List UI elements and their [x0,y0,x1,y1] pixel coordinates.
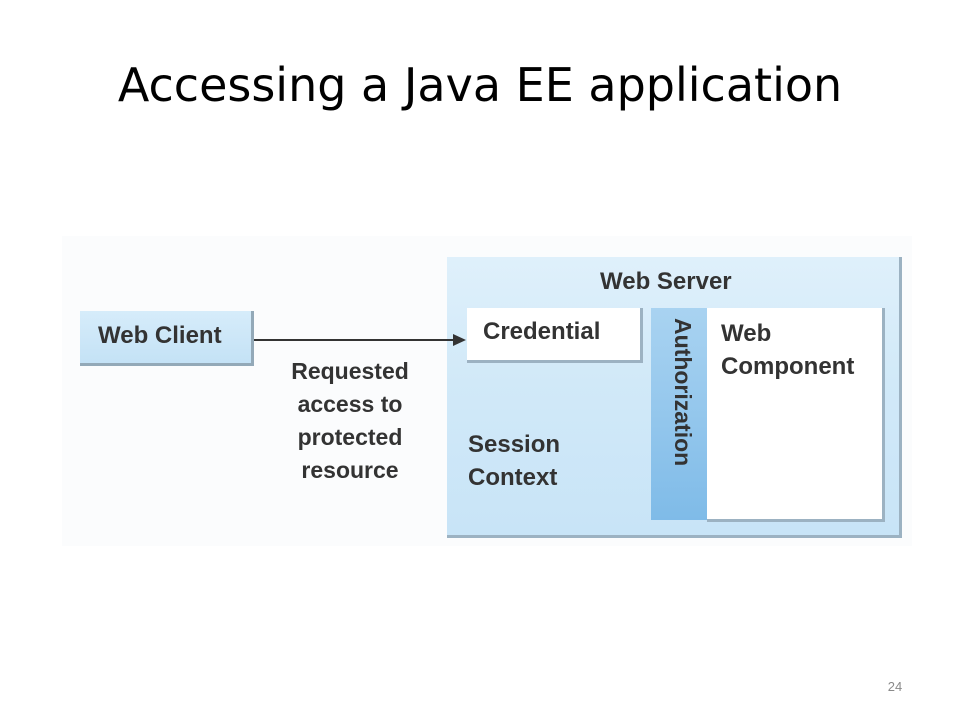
authorization-bar [651,308,707,520]
web-component-line: Web [721,320,772,347]
request-arrow [254,334,466,346]
web-component-box [707,308,885,522]
slide-title: Accessing a Java EE application [117,58,843,112]
authorization-label: Authorization [670,318,696,467]
web-client-box [80,311,254,366]
requested-access-line: resource [301,457,399,483]
web-component-label: Web Component [721,317,854,383]
session-context-line: Context [468,464,558,491]
web-component-line: Component [721,353,855,380]
web-server-label: Web Server [600,268,732,295]
credential-label: Credential [483,318,601,345]
requested-access-line: protected [297,424,403,450]
requested-access-line: Requested [291,358,409,384]
requested-access-line: access to [297,391,403,417]
session-context-line: Session [468,431,561,458]
session-context-label: Session Context [468,428,560,494]
web-client-label: Web Client [98,322,222,349]
page-number: 24 [887,679,903,694]
credential-box [467,308,643,363]
requested-access-label: Requested access to protected resource [275,355,425,487]
request-arrow-head [453,334,466,346]
